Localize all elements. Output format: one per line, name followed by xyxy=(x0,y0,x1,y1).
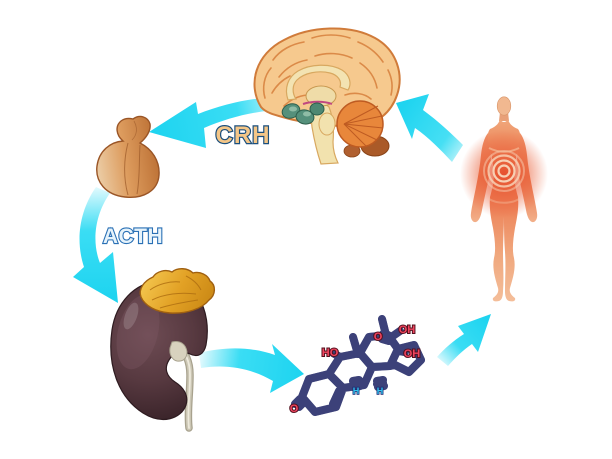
steroid-skeleton xyxy=(291,315,425,416)
renal-pelvis xyxy=(169,341,188,362)
crh-label: CRH xyxy=(216,122,271,149)
kidney-adrenal-illustration xyxy=(110,268,216,432)
atom-label-o-ring: O xyxy=(290,403,299,415)
atom-label-h-2: H xyxy=(377,386,384,396)
pons xyxy=(318,112,336,136)
head xyxy=(496,96,512,116)
cortisol-release-arrow xyxy=(199,344,304,393)
fornix-line xyxy=(302,100,333,105)
human-body-illustration xyxy=(460,96,548,302)
atom-label-o-chain: O xyxy=(374,331,383,343)
atom-label-oh-side: OH xyxy=(404,348,421,360)
cortisol-to-body-arrow xyxy=(437,314,491,366)
pituitary-illustration xyxy=(96,115,160,198)
adrenal-gland xyxy=(139,268,216,314)
cerebellum xyxy=(336,100,384,148)
torso-heat-area xyxy=(460,130,548,218)
acth-arrow xyxy=(73,187,118,303)
cortisol-molecule-illustration: O HO O OH OH H H xyxy=(289,315,425,416)
feedback-to-brain-arrow xyxy=(396,94,463,162)
chest-shading-lines xyxy=(488,147,520,204)
atom-label-oh-top: OH xyxy=(399,324,416,336)
adrenal-texture xyxy=(149,275,202,309)
crh-arrow xyxy=(149,96,292,148)
cerebellum-folia xyxy=(343,105,384,147)
atom-labels: O HO O OH OH H H xyxy=(289,323,422,416)
kidney xyxy=(110,279,208,421)
acth-label: ACTH xyxy=(103,225,163,248)
abdomen-target-rings xyxy=(483,150,525,192)
hypothalamus xyxy=(281,102,325,125)
atom-label-h-1: H xyxy=(353,386,360,396)
atom-label-ho-left: HO xyxy=(322,347,339,359)
corpus-callosum xyxy=(285,64,351,101)
brain-illustration xyxy=(253,27,401,165)
